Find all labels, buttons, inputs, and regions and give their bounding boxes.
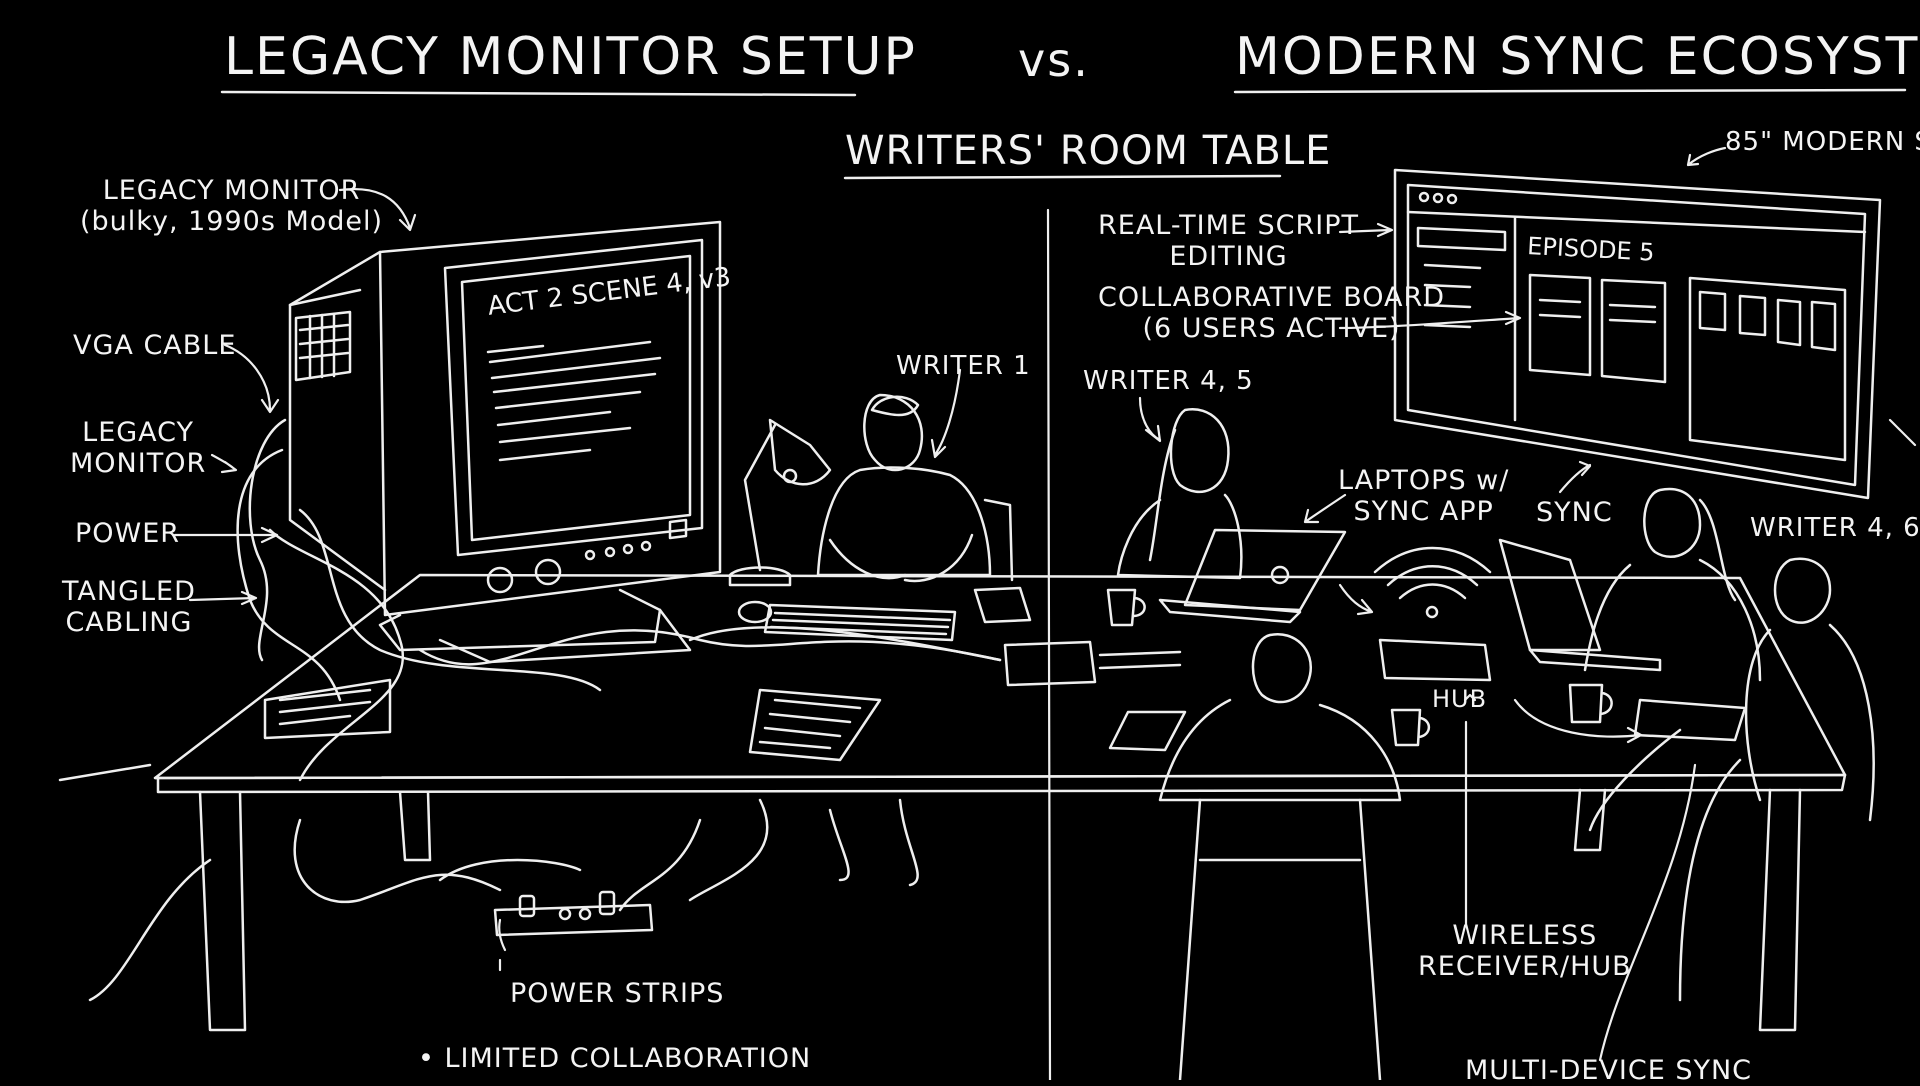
legacy-monitor-callout-line2: (bulky, 1990s Model) (80, 206, 384, 238)
real-time-editing-line2: EDITING (1169, 241, 1288, 273)
writer-center-back-figure (1158, 632, 1402, 1080)
real-time-editing-line1: REAL-TIME SCRIPT (1098, 210, 1360, 241)
large-sync-display (1393, 168, 1882, 500)
display-callout-label: 85" MODERN SY (1725, 127, 1920, 157)
tablet-on-table (1108, 710, 1187, 752)
title-left: LEGACY MONITOR SETUP (224, 27, 917, 87)
writer-4-5-label: WRITER 4, 5 (1083, 366, 1254, 396)
writer-4-6-label: WRITER 4, 6 (1750, 513, 1920, 543)
laptops-sync-label: LAPTOPS w/ SYNC APP (1338, 465, 1509, 527)
keyboard-and-papers (263, 586, 1032, 762)
coffee-mugs (1106, 588, 1613, 747)
writer-1-label: WRITER 1 (896, 351, 1031, 381)
tangled-cables (88, 418, 1002, 1002)
laptop-left-right-side (1158, 528, 1347, 624)
writer-1-figure (816, 393, 1014, 887)
vga-cable-label: VGA CABLE (73, 330, 237, 361)
multi-device-sync-label: MULTI-DEVICE SYNC (1465, 1055, 1753, 1086)
wireless-hub-box (1378, 638, 1492, 682)
desk-lamp (728, 418, 832, 587)
wireless-receiver-line2: RECEIVER/HUB (1418, 951, 1632, 983)
power-label: POWER (75, 518, 181, 549)
legacy-monitor-label-line1: LEGACY (82, 417, 195, 448)
wireless-receiver-label: WIRELESS RECEIVER/HUB (1418, 920, 1632, 982)
legacy-monitor-label: LEGACY MONITOR (70, 417, 206, 479)
crt-monitor-drawing (288, 220, 722, 664)
hub-label: HUB (1432, 685, 1488, 713)
legacy-monitor-label-line2: MONITOR (70, 448, 207, 480)
writer-4-5-figure (1116, 407, 1243, 580)
title-right: MODERN SYNC ECOSYSTEM (1235, 27, 1920, 87)
wifi-icon (1373, 546, 1492, 619)
center-hub-box (1003, 640, 1097, 687)
collaborative-board-line1: COLLABORATIVE BOARD (1098, 282, 1446, 313)
power-strips-label: POWER STRIPS (510, 978, 725, 1009)
wireless-receiver-line1: WIRELESS (1452, 920, 1598, 951)
legacy-monitor-callout: LEGACY MONITOR (bulky, 1990s Model) (80, 175, 383, 237)
sync-label: SYNC (1536, 497, 1613, 528)
writer-4-6-figures (1498, 487, 1875, 1002)
hub-link-lines (1098, 650, 1182, 670)
laptops-sync-line2: SYNC APP (1353, 496, 1494, 528)
collaborative-board-label: COLLABORATIVE BOARD (6 USERS ACTIVE) (1098, 282, 1445, 344)
power-strip (493, 890, 654, 937)
laptops-sync-line1: LAPTOPS w/ (1338, 465, 1510, 496)
tangled-cabling-line2: CABLING (65, 607, 193, 639)
writers-room-table (58, 573, 1847, 1032)
real-time-editing-label: REAL-TIME SCRIPT EDITING (1098, 210, 1359, 272)
subtitle-writers-room: WRITERS' ROOM TABLE (845, 128, 1332, 174)
annotation-arrows (173, 146, 1917, 1062)
title-vs: vs. (1018, 33, 1090, 87)
legacy-monitor-callout-line1: LEGACY MONITOR (102, 175, 361, 206)
collaborative-board-line2: (6 USERS ACTIVE) (1142, 313, 1401, 345)
limited-collaboration-label: • LIMITED COLLABORATION (418, 1043, 812, 1074)
tangled-cabling-label: TANGLED CABLING (62, 576, 196, 638)
tangled-cabling-line1: TANGLED (62, 576, 196, 607)
